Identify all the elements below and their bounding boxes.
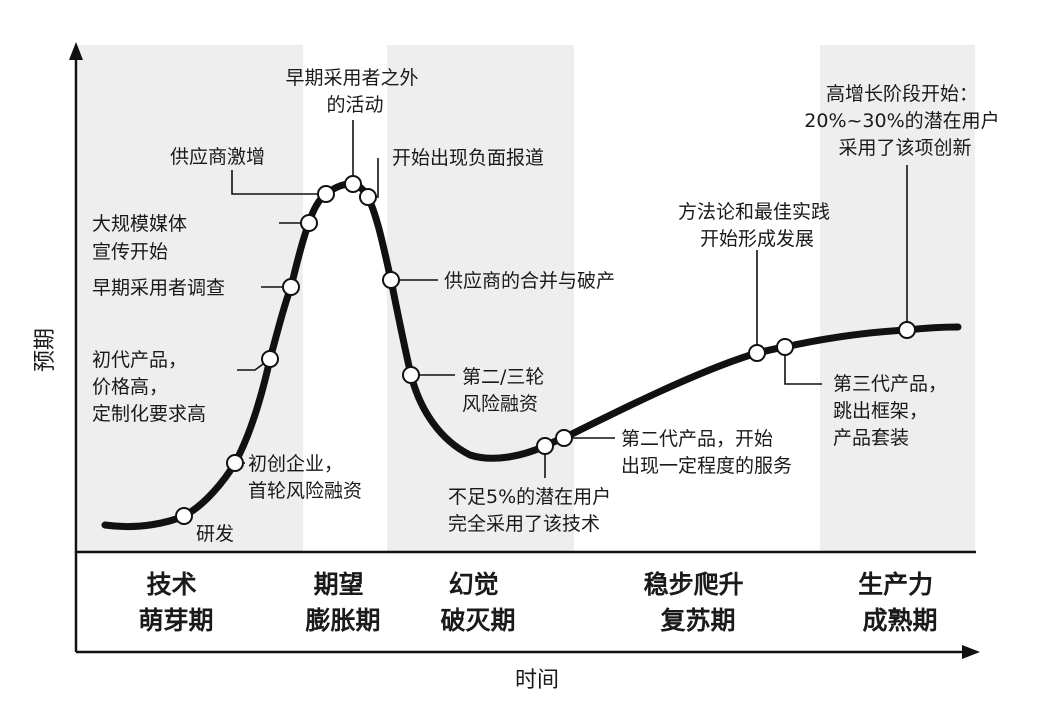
annotation-third-gen: 第三代产品， 跳出框架， 产品套装 (833, 373, 953, 449)
annotation-second-funding: 第二/三轮 风险融资 (462, 366, 550, 415)
leader-third-gen (784, 347, 822, 385)
annotation-rd: 研发 (196, 523, 234, 545)
annotation-media-hype: 大规模媒体 宣传开始 (92, 213, 193, 263)
annotation-under-5: 不足5%的潜在用户 完全采用了该技术 (448, 486, 617, 535)
band-trigger (78, 45, 303, 552)
phase-plateau: 生产力 成熟期 (858, 570, 942, 635)
marker-high-growth (898, 321, 916, 339)
marker-second-funding (402, 366, 420, 384)
x-axis-label: 时间 (515, 668, 559, 693)
annotation-first-products: 初代产品， 价格高， 定制化要求高 (92, 349, 206, 425)
phase-peak: 期望 膨胀期 (305, 570, 380, 635)
marker-methodology (748, 344, 766, 362)
annotation-methodology: 方法论和最佳实践 开始形成发展 (678, 201, 836, 250)
y-axis-arrow (69, 42, 83, 60)
marker-beyond-early (344, 175, 362, 193)
marker-under-5 (536, 437, 554, 455)
band-trough (387, 45, 574, 552)
annotation-consolidation: 供应商的合并与破产 (444, 270, 615, 292)
annotations: 研发 初创企业， 首轮风险融资 初代产品， 价格高， 定制化要求高 早期采用者调… (92, 67, 1005, 545)
phase-bands (78, 45, 975, 552)
annotation-beyond-early: 早期采用者之外 的活动 (285, 67, 424, 116)
phase-trigger: 技术 萌芽期 (138, 570, 213, 635)
leader-supplier-surge (231, 170, 326, 195)
phase-slope: 稳步爬升 复苏期 (644, 570, 753, 635)
x-axis-arrow (962, 645, 980, 659)
annotation-early-adopter-survey: 早期采用者调查 (92, 277, 225, 299)
marker-startups (226, 454, 244, 472)
marker-consolidation (382, 271, 400, 289)
band-plateau (820, 45, 975, 552)
marker-early-adopter-survey (282, 278, 300, 296)
leader-lines (231, 120, 908, 478)
marker-supplier-surge (317, 185, 335, 203)
annotation-negative-press: 开始出现负面报道 (392, 147, 544, 169)
annotation-supplier-surge: 供应商激增 (170, 146, 265, 168)
marker-rd (175, 507, 193, 525)
axes (69, 42, 980, 659)
annotation-high-growth: 高增长阶段开始： 20%~30%的潜在用户 采用了该项创新 (804, 83, 1005, 159)
phase-labels: 技术 萌芽期 期望 膨胀期 幻觉 破灭期 稳步爬升 复苏期 生产力 成熟期 (138, 570, 942, 635)
marker-third-gen (776, 338, 794, 356)
y-axis-label: 预期 (33, 328, 58, 372)
marker-first-products (261, 350, 279, 368)
milestone-markers (175, 175, 916, 525)
phase-trough: 幻觉 破灭期 (440, 570, 515, 635)
annotation-startups: 初创企业， 首轮风险融资 (248, 453, 362, 502)
marker-second-gen (555, 429, 573, 447)
annotation-second-gen: 第二代产品，开始 出现一定程度的服务 (621, 428, 792, 477)
marker-negative-press (359, 188, 377, 206)
marker-media-hype (300, 214, 318, 232)
